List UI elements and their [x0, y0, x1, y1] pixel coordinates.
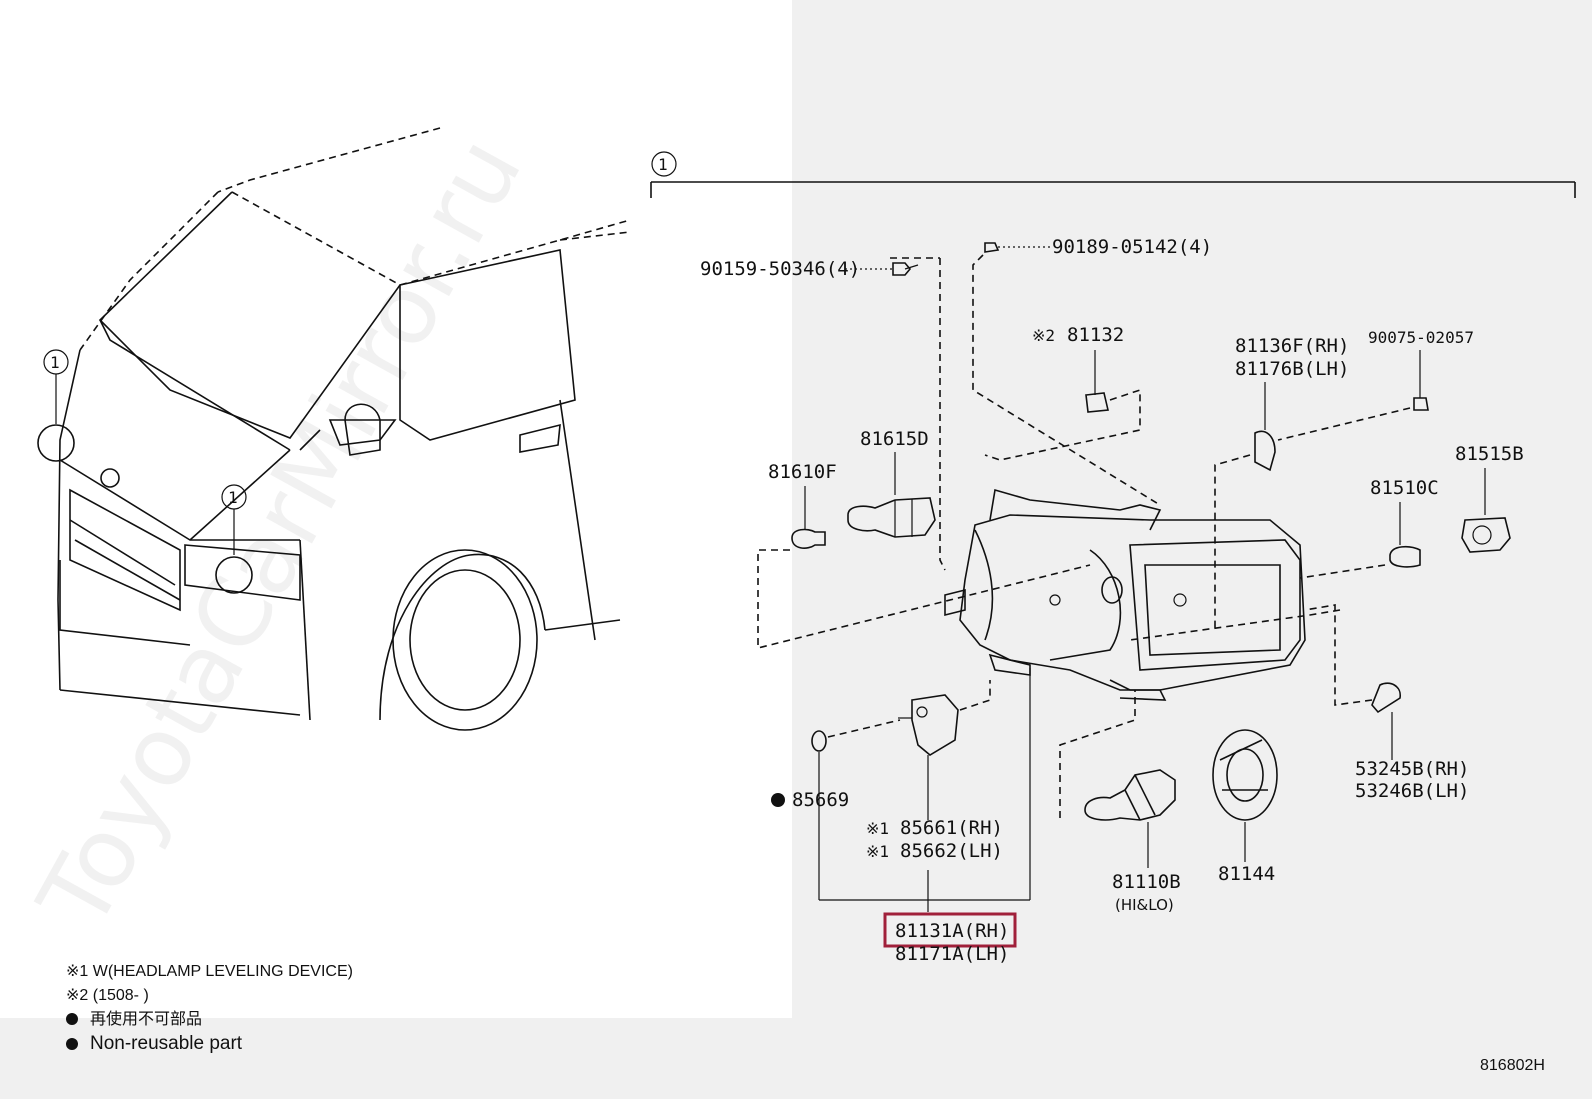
highlight-box: [883, 912, 1017, 948]
label-85661: 85661(RH): [900, 817, 1003, 839]
label-90189: 90189-05142(4): [1052, 236, 1212, 258]
callout-1-left: 1: [50, 353, 60, 372]
label-81110b-note: (HI&LO): [1115, 896, 1174, 914]
label-90159: 90159-50346(4): [700, 258, 860, 280]
label-81610f: 81610F: [768, 461, 837, 483]
label-81132: 81132: [1067, 324, 1124, 346]
part-85661: ※1 85661(RH) ※1 85662(LH): [866, 680, 1003, 862]
callout-1-assembly: 1: [658, 155, 668, 174]
label-85669: 85669: [792, 789, 849, 811]
label-85662: 85662(LH): [900, 840, 1003, 862]
assembly-bracket: 1: [650, 151, 1576, 198]
note-4-text: Non-reusable part: [90, 1033, 243, 1054]
note-4: Non-reusable part: [66, 1032, 353, 1056]
part-85669: 85669: [771, 719, 901, 811]
diagram-id: 816802H: [1480, 1057, 1545, 1074]
label-85661-note: ※1: [866, 819, 889, 838]
note-2: ※2 (1508- ): [66, 987, 149, 1004]
notes-panel: [0, 1018, 792, 1099]
callout-1-right: 1: [228, 488, 238, 507]
non-reusable-bullet: [771, 793, 785, 807]
part-53245b: 53245B(RH) 53246B(LH): [1304, 604, 1469, 802]
part-81132: ※2 81132: [984, 324, 1141, 461]
label-81176b: 81176B(LH): [1235, 358, 1349, 380]
label-81510c: 81510C: [1370, 477, 1439, 499]
part-81136f: 81136F(RH) 81176B(LH): [1214, 335, 1349, 630]
legend-notes: ※1 W(HEADLAMP LEVELING DEVICE) ※2 (1508-…: [66, 960, 353, 1056]
label-81136f: 81136F(RH): [1235, 335, 1349, 357]
part-81110b: 81110B (HI&LO): [1059, 690, 1181, 914]
part-81144: 81144: [1212, 729, 1278, 885]
label-81131a: 81131A(RH): [895, 920, 1009, 942]
watermark: ToyotaCarMirror.ru: [17, 119, 544, 947]
note-1: ※1 W(HEADLAMP LEVELING DEVICE): [66, 963, 353, 980]
label-81144: 81144: [1218, 863, 1275, 885]
label-81515b: 81515B: [1455, 443, 1524, 465]
part-90075: 90075-02057: [1277, 328, 1474, 441]
note-3-text: 再使用不可部品: [90, 1011, 203, 1028]
assembly-lines: [818, 668, 1031, 912]
part-81510c: 81510C: [1129, 477, 1439, 641]
label-53246b: 53246B(LH): [1355, 780, 1469, 802]
parts-panel: [792, 0, 1592, 1099]
vehicle-panel: [0, 0, 792, 1018]
note-3: 再使用不可部品: [66, 1008, 353, 1032]
label-85662-note: ※1: [866, 842, 889, 861]
part-90189: 90189-05142(4): [972, 236, 1212, 506]
label-81110b: 81110B: [1112, 871, 1181, 893]
label-81615d: 81615D: [860, 428, 929, 450]
label-90075: 90075-02057: [1368, 328, 1474, 347]
van-illustration: 1 1: [37, 127, 631, 731]
bullet-icon: [66, 1013, 78, 1025]
part-81131a: 81131A(RH) 81171A(LH): [883, 912, 1017, 965]
label-81171a: 81171A(LH): [895, 943, 1009, 965]
part-81615d: 81615D: [847, 428, 936, 538]
label-53245b: 53245B(RH): [1355, 758, 1469, 780]
part-90159: 90159-50346(4): [700, 257, 946, 571]
headlamp-housing: [944, 488, 1306, 701]
part-81515b: 81515B: [1455, 443, 1524, 553]
label-81132-note: ※2: [1032, 326, 1055, 345]
part-81610f: 81610F: [757, 461, 1091, 650]
bullet-icon: [66, 1038, 78, 1050]
